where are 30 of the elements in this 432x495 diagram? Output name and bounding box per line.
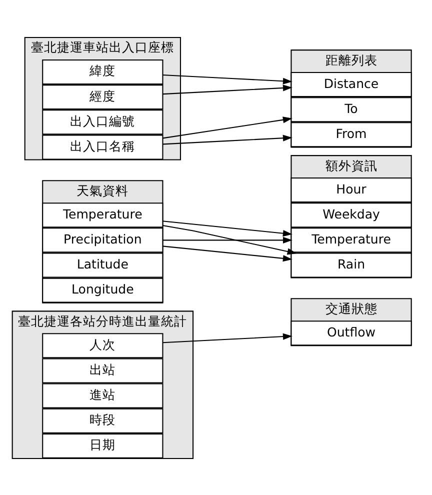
node-box: Rain [290,252,412,278]
arrow [162,116,292,138]
node-box: Distance [290,72,412,97]
node-box: Temperature [42,202,164,228]
node-box: 出站 [42,358,164,383]
node-box: 出入口編號 [42,109,164,134]
node-box: 出入口名稱 [42,134,164,160]
arrow [162,134,292,144]
arrow [162,74,292,84]
node-box: Hour [290,177,412,202]
node-box: 進站 [42,382,164,408]
node-box: To [290,96,412,122]
arrow [162,224,297,254]
node-box: 時段 [42,408,164,433]
node-box: Precipitation [42,227,164,252]
node-box: Latitude [42,252,164,278]
arrow [162,236,292,243]
node-box: 日期 [42,432,164,458]
node-box: 人次 [42,332,164,358]
arrow [162,245,292,262]
node-box: From [290,122,412,147]
node-box: Weekday [290,202,412,228]
node-box: Longitude [42,277,164,302]
arrow [162,220,292,236]
node-box: Temperature [290,227,412,252]
node-box: 緯度 [42,58,164,84]
node-box: Outflow [290,320,412,346]
arrow [162,84,292,94]
node-box: 經度 [42,84,164,110]
arrow [162,332,292,343]
